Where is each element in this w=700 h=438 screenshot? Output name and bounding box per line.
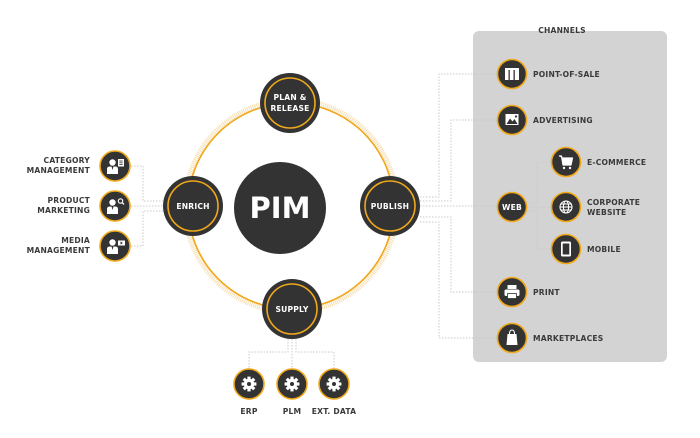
enrich-role-category-management[interactable]: CATEGORY MANAGEMENT [27,150,131,182]
user-media-icon [107,239,125,254]
role-label-line1: PRODUCT [48,196,91,205]
web-connectors [527,161,551,250]
channel-web[interactable]: WEB [496,191,528,223]
globe-icon [559,200,573,214]
shopping-bag-icon [506,329,518,345]
channel-label: PRINT [533,288,560,297]
columns-icon [505,68,519,80]
source-label: PLM [283,407,302,416]
channel-point-of-sale[interactable]: POINT-OF-SALE [496,58,600,90]
channel-label: ADVERTISING [533,116,593,125]
enrich-connectors [131,165,163,247]
image-icon [505,114,519,125]
supply-source-plm[interactable]: PLM [276,368,308,416]
role-label-line1: MEDIA [61,236,90,245]
channel-label-line2: WEBSITE [587,208,626,217]
stage-publish[interactable]: PUBLISH [360,176,420,236]
enrich-role-media-management[interactable]: MEDIA MANAGEMENT [27,230,131,262]
supply-source-erp[interactable]: ERP [233,368,265,416]
stage-supply[interactable]: SUPPLY [262,279,322,339]
channel-label-line1: CORPORATE [587,198,640,207]
channel-advertising[interactable]: ADVERTISING [496,104,593,136]
channel-label: E-COMMERCE [587,158,646,167]
web-label: WEB [502,203,522,212]
publish-label: PUBLISH [371,202,409,211]
tablet-icon [561,241,571,257]
supply-source-ext-data[interactable]: EXT. DATA [312,368,356,416]
supply-label: SUPPLY [275,305,308,314]
role-label-line2: MANAGEMENT [27,166,91,175]
stage-plan-release[interactable]: PLAN & RELEASE [260,73,320,133]
pim-center-node[interactable]: PIM [234,162,326,254]
source-label: ERP [240,407,257,416]
enrich-label: ENRICH [176,202,209,211]
gear-icon [241,376,257,392]
printer-icon [504,285,520,299]
role-label-line2: MARKETING [37,206,90,215]
channel-marketplaces[interactable]: MARKETPLACES [496,322,604,354]
role-label-line2: MANAGEMENT [27,246,91,255]
plan-label-line2: RELEASE [271,104,310,113]
gear-icon [326,376,342,392]
gear-icon [284,376,300,392]
role-label-line1: CATEGORY [44,156,91,165]
channel-label: MOBILE [587,245,621,254]
cart-icon [559,155,574,170]
supply-connectors [248,339,335,369]
source-label: EXT. DATA [312,407,356,416]
channels-title: CHANNELS [538,26,586,35]
channel-print[interactable]: PRINT [496,276,561,308]
pim-label: PIM [250,191,311,225]
channel-label: MARKETPLACES [533,334,603,343]
channel-mobile[interactable]: MOBILE [550,233,621,265]
enrich-role-product-marketing[interactable]: PRODUCT MARKETING [37,190,131,222]
stage-enrich[interactable]: ENRICH [163,176,223,236]
channels-tab [527,23,597,31]
user-search-icon [107,198,125,214]
channel-label: POINT-OF-SALE [533,70,600,79]
channel-corporate-website[interactable]: CORPORATE WEBSITE [550,191,641,223]
channel-ecommerce[interactable]: E-COMMERCE [550,146,647,178]
publish-connectors [420,73,497,339]
plan-label-line1: PLAN & [273,93,306,102]
user-document-icon [107,159,124,174]
